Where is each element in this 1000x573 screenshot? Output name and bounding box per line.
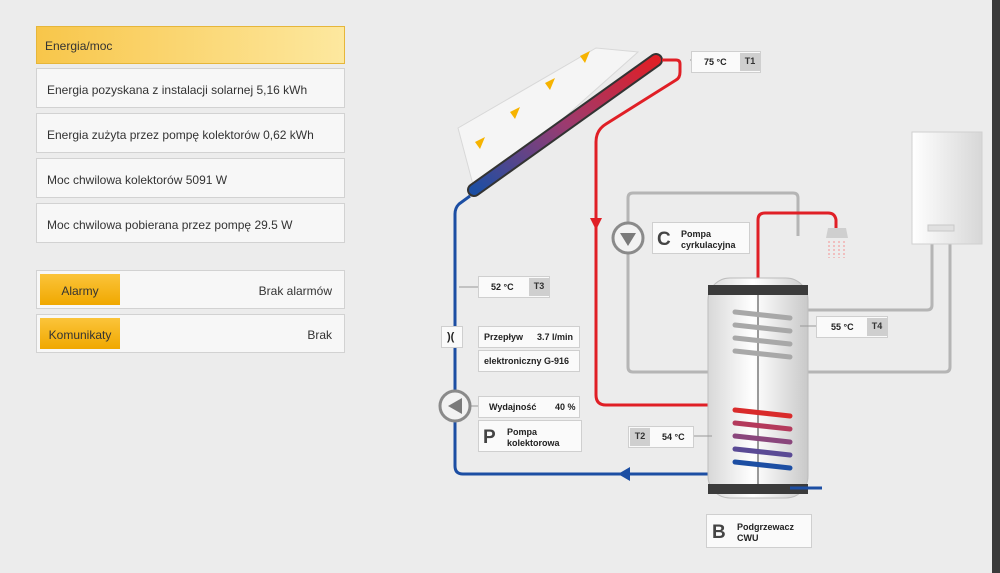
dhw-heater-name: Podgrzewacz [737, 522, 795, 532]
sensor-t4-code: T4 [867, 318, 887, 336]
dhw-heater-box[interactable]: B Podgrzewacz CWU [706, 514, 812, 548]
tank-coil-upper [732, 309, 793, 360]
sun-arrow-icon [475, 137, 485, 149]
alarms-row: Alarmy Brak alarmów [36, 270, 345, 309]
pump-performance-box: Wydajność 40 % [478, 396, 580, 418]
energy-header-title: Energia/moc [45, 39, 113, 53]
flow-arrow-icon [590, 218, 602, 230]
flow-arrow-icon [618, 467, 630, 481]
pump-performance-label: Wydajność [489, 402, 537, 412]
circulation-pipe [626, 191, 800, 236]
sensor-t1-code: T1 [740, 53, 760, 71]
collector-pump-letter: P [483, 427, 496, 448]
flow-meter-icon: )( [441, 326, 463, 348]
sensor-t4-value: 55 °C [831, 322, 854, 332]
messages-row: Komunikaty Brak [36, 314, 345, 353]
boiler-pipe [800, 242, 952, 374]
sensor-t3-code: T3 [529, 278, 549, 296]
sensor-t3-box: 52 °C T3 [478, 276, 550, 298]
alarms-button[interactable]: Alarmy [40, 274, 120, 305]
energy-row-text: Energia zużyta przez pompę kolektorów 0,… [47, 128, 314, 142]
energy-row-text: Moc chwilowa pobierana przez pompę 29.5 … [47, 218, 293, 232]
sun-arrow-icon [580, 51, 590, 63]
flow-box: Przepływ 3.7 l/min [478, 326, 580, 348]
sun-arrow-icon [545, 78, 555, 90]
solar-collector-frame [457, 47, 640, 197]
messages-value: Brak [307, 328, 332, 342]
circulation-pump-name: cyrkulacyjna [681, 240, 736, 250]
dhw-heater-letter: B [712, 522, 726, 543]
messages-button[interactable]: Komunikaty [40, 318, 120, 349]
sensor-t4-box: 55 °C T4 [816, 316, 888, 338]
collector-tube-fill [469, 55, 661, 195]
shower-icon [826, 228, 848, 238]
circulation-pump-box[interactable]: C Pompa cyrkulacyjna [652, 222, 750, 254]
boiler-pipe [800, 242, 934, 312]
hot-pipe [594, 58, 730, 407]
sun-arrow-icon [510, 107, 520, 119]
energy-row-solar: Energia pozyskana z instalacji solarnej … [36, 68, 345, 108]
circulation-pump-name: Pompa [681, 229, 712, 239]
circulation-pump-letter: C [657, 229, 671, 250]
hot-water-pipe [756, 211, 838, 290]
flow-meter-symbol: )( [447, 331, 455, 343]
energy-row-text: Energia pozyskana z instalacji solarnej … [47, 83, 308, 97]
sensor-t2-box: T2 54 °C [628, 426, 694, 448]
collector-pump-name: kolektorowa [507, 438, 560, 448]
sensor-t1-value: 75 °C [704, 57, 727, 67]
power-row-collectors: Moc chwilowa kolektorów 5091 W [36, 158, 345, 198]
flow-label: Przepływ [484, 332, 524, 342]
energy-row-text: Moc chwilowa kolektorów 5091 W [47, 173, 228, 187]
sensor-t2-value: 54 °C [662, 432, 685, 442]
energy-header: Energia/moc [36, 26, 345, 64]
collector-pump-name: Pompa [507, 427, 538, 437]
alarms-value: Brak alarmów [258, 284, 332, 298]
collector-pump-box[interactable]: P Pompa kolektorowa [478, 420, 582, 452]
dhw-heater-name: CWU [737, 533, 759, 543]
pump-performance-value: 40 % [555, 402, 576, 412]
flow-sensor-label: elektroniczny G-916 [484, 356, 570, 366]
circulation-pipe [626, 250, 712, 374]
sensor-t2-code: T2 [630, 428, 650, 446]
energy-row-pump: Energia zużyta przez pompę kolektorów 0,… [36, 113, 345, 153]
sensor-t3-value: 52 °C [491, 282, 514, 292]
window-edge [992, 0, 1000, 573]
flow-value: 3.7 l/min [537, 332, 574, 342]
flow-sensor-box: elektroniczny G-916 [478, 350, 580, 372]
sensor-t1-box: 75 °C T1 [691, 51, 761, 73]
power-row-pump: Moc chwilowa pobierana przez pompę 29.5 … [36, 203, 345, 243]
